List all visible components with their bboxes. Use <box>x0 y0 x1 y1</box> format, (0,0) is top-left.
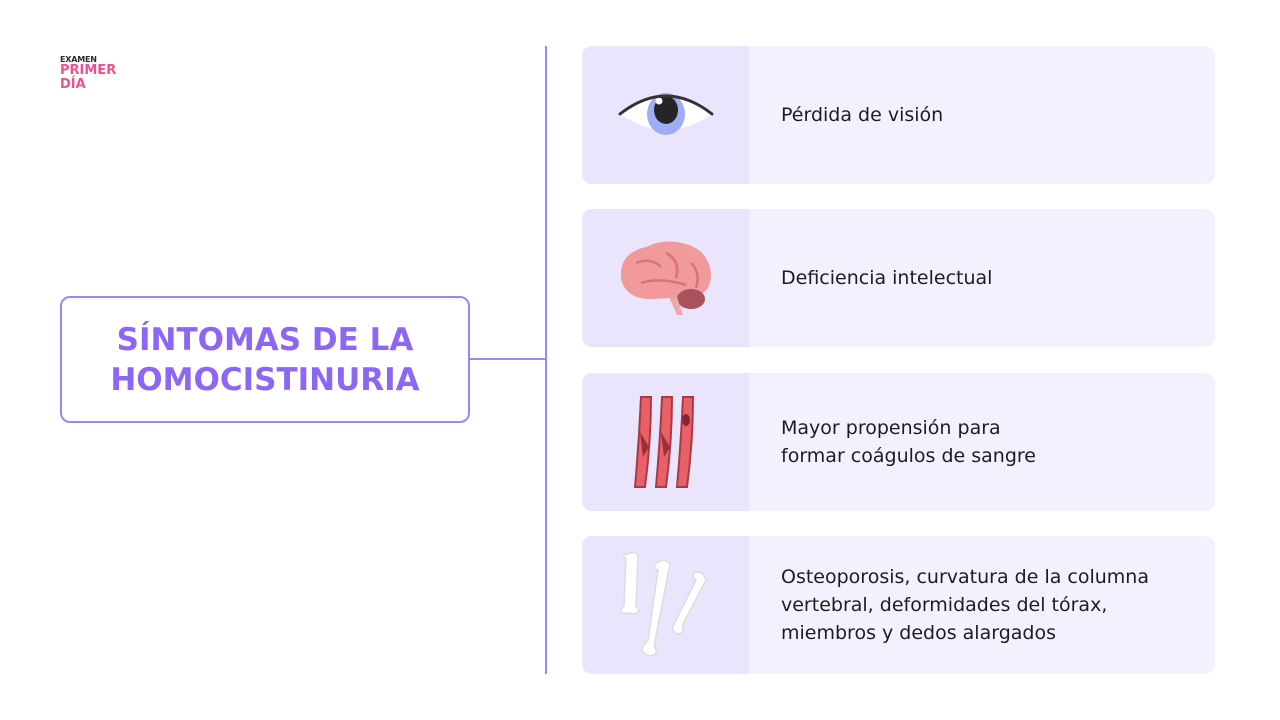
symptom-card-intellect: Deficiencia intelectual <box>582 209 1215 347</box>
bones-icon <box>582 536 749 674</box>
symptom-card-vision: Pérdida de visión <box>582 46 1215 184</box>
title-box: SÍNTOMAS DE LA HOMOCISTINURIA <box>60 296 470 423</box>
symptom-card-clots: Mayor propensión para formar coágulos de… <box>582 373 1215 511</box>
symptom-text: Pérdida de visión <box>781 104 944 126</box>
connector-line <box>470 358 546 360</box>
symptom-text: Mayor propensión para formar coágulos de… <box>781 417 1036 467</box>
symptom-card-bones: Osteoporosis, curvatura de la columna ve… <box>582 536 1215 674</box>
logo-line-1: EXAMEN <box>60 55 97 64</box>
logo-line-2: PRIMER <box>60 63 117 78</box>
eye-icon <box>582 46 749 184</box>
page-title: SÍNTOMAS DE LA HOMOCISTINURIA <box>110 321 420 398</box>
symptom-text: Deficiencia intelectual <box>781 267 993 289</box>
blood-vessels-icon <box>582 373 749 511</box>
vertical-line <box>545 46 547 674</box>
logo: EXAMEN PRIMER DÍA <box>60 56 116 92</box>
brain-icon <box>582 209 749 347</box>
symptom-text: Osteoporosis, curvatura de la columna ve… <box>781 566 1149 644</box>
logo-line-3: DÍA <box>60 77 86 92</box>
